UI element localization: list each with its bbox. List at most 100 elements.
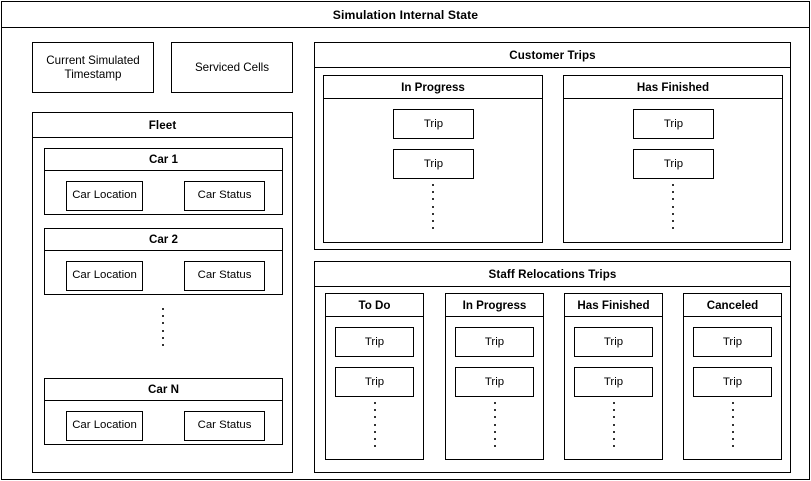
- trip-box: Trip: [633, 109, 714, 139]
- ellipsis-dot: [612, 445, 615, 448]
- ellipsis-dot: [161, 308, 164, 310]
- ellipsis-dot: [373, 437, 376, 440]
- staff-trips-ellipsis-icon: [684, 402, 781, 452]
- ellipsis-dot: [612, 402, 615, 404]
- trip-box: Trip: [455, 327, 534, 357]
- trip-box: Trip: [693, 367, 772, 397]
- car-status-box: Car Status: [184, 411, 265, 441]
- ellipsis-dot: [432, 227, 434, 230]
- ellipsis-dot: [373, 409, 376, 412]
- ellipsis-dot: [731, 416, 734, 419]
- ellipsis-dot: [373, 416, 376, 419]
- customer-trips-ellipsis-icon: [324, 184, 542, 234]
- trip-box: Trip: [335, 367, 414, 397]
- ellipsis-dot: [672, 205, 674, 208]
- ellipsis-dot: [493, 416, 496, 419]
- ellipsis-dot: [432, 212, 434, 215]
- car-panel-title: Car 1: [45, 149, 282, 171]
- ellipsis-dot: [432, 184, 434, 186]
- staff-trips-column: Canceled Trip Trip: [683, 293, 782, 460]
- ellipsis-dot: [432, 198, 434, 201]
- staff-trips-column: To Do Trip Trip: [325, 293, 424, 460]
- ellipsis-dot: [161, 343, 164, 346]
- ellipsis-dot: [672, 212, 674, 215]
- ellipsis-dot: [731, 437, 734, 440]
- ellipsis-dot: [493, 445, 496, 448]
- ellipsis-dot: [373, 445, 376, 448]
- customer-trips-column: Has Finished Trip Trip: [563, 75, 783, 243]
- ellipsis-dot: [493, 430, 496, 433]
- car-status-box: Car Status: [184, 181, 265, 211]
- staff-trips-column: In Progress Trip Trip: [445, 293, 544, 460]
- ellipsis-dot: [432, 219, 434, 222]
- ellipsis-dot: [731, 445, 734, 448]
- ellipsis-dot: [672, 227, 674, 230]
- ellipsis-dot: [432, 191, 434, 194]
- ellipsis-dot: [612, 437, 615, 440]
- car-panel: Car 2 Car Location Car Status: [44, 228, 283, 295]
- staff-trips-ellipsis-icon: [565, 402, 662, 452]
- ellipsis-dot: [493, 409, 496, 412]
- ellipsis-dot: [161, 315, 164, 318]
- staff-trips-column-title: To Do: [326, 294, 423, 317]
- car-panel-title: Car 2: [45, 229, 282, 251]
- ellipsis-dot: [612, 430, 615, 433]
- customer-trips-column-title: In Progress: [324, 76, 542, 99]
- customer-trips-panel: Customer Trips In Progress Trip Trip Has…: [314, 42, 791, 250]
- car-location-box: Car Location: [66, 181, 143, 211]
- ellipsis-dot: [493, 423, 496, 426]
- customer-trips-column: In Progress Trip Trip: [323, 75, 543, 243]
- staff-relocations-trips-panel: Staff Relocations Trips To Do Trip Trip …: [314, 261, 791, 473]
- ellipsis-dot: [373, 423, 376, 426]
- ellipsis-dot: [672, 184, 674, 186]
- staff-trips-ellipsis-icon: [326, 402, 423, 452]
- current-simulated-timestamp-box: Current Simulated Timestamp: [32, 42, 154, 93]
- ellipsis-dot: [612, 416, 615, 419]
- trip-box: Trip: [693, 327, 772, 357]
- staff-relocations-trips-title: Staff Relocations Trips: [315, 262, 790, 287]
- car-location-box: Car Location: [66, 261, 143, 291]
- ellipsis-dot: [161, 322, 164, 325]
- trip-box: Trip: [574, 367, 653, 397]
- ellipsis-dot: [161, 336, 164, 339]
- ellipsis-dot: [612, 409, 615, 412]
- car-status-box: Car Status: [184, 261, 265, 291]
- customer-trips-ellipsis-icon: [564, 184, 782, 234]
- ellipsis-dot: [731, 409, 734, 412]
- diagram-title: Simulation Internal State: [2, 2, 809, 28]
- staff-trips-column-title: Has Finished: [565, 294, 662, 317]
- ellipsis-dot: [493, 402, 496, 404]
- ellipsis-dot: [672, 198, 674, 201]
- ellipsis-dot: [731, 430, 734, 433]
- trip-box: Trip: [335, 327, 414, 357]
- ellipsis-dot: [672, 219, 674, 222]
- customer-trips-column-title: Has Finished: [564, 76, 782, 99]
- ellipsis-dot: [493, 437, 496, 440]
- staff-trips-column-title: In Progress: [446, 294, 543, 317]
- ellipsis-dot: [672, 191, 674, 194]
- customer-trips-title: Customer Trips: [315, 43, 790, 68]
- staff-trips-ellipsis-icon: [446, 402, 543, 452]
- ellipsis-dot: [432, 205, 434, 208]
- trip-box: Trip: [574, 327, 653, 357]
- serviced-cells-box: Serviced Cells: [171, 42, 293, 93]
- ellipsis-dot: [373, 402, 376, 404]
- trip-box: Trip: [393, 149, 474, 179]
- ellipsis-dot: [161, 329, 164, 332]
- ellipsis-dot: [731, 402, 734, 404]
- staff-trips-column-title: Canceled: [684, 294, 781, 317]
- trip-box: Trip: [633, 149, 714, 179]
- car-panel: Car N Car Location Car Status: [44, 378, 283, 445]
- car-panel: Car 1 Car Location Car Status: [44, 148, 283, 215]
- car-location-box: Car Location: [66, 411, 143, 441]
- fleet-panel-title: Fleet: [33, 113, 292, 138]
- fleet-ellipsis-icon: [33, 308, 292, 351]
- car-panel-title: Car N: [45, 379, 282, 401]
- trip-box: Trip: [455, 367, 534, 397]
- fleet-panel: Fleet Car 1 Car Location Car Status Car …: [32, 112, 293, 473]
- ellipsis-dot: [612, 423, 615, 426]
- ellipsis-dot: [373, 430, 376, 433]
- ellipsis-dot: [731, 423, 734, 426]
